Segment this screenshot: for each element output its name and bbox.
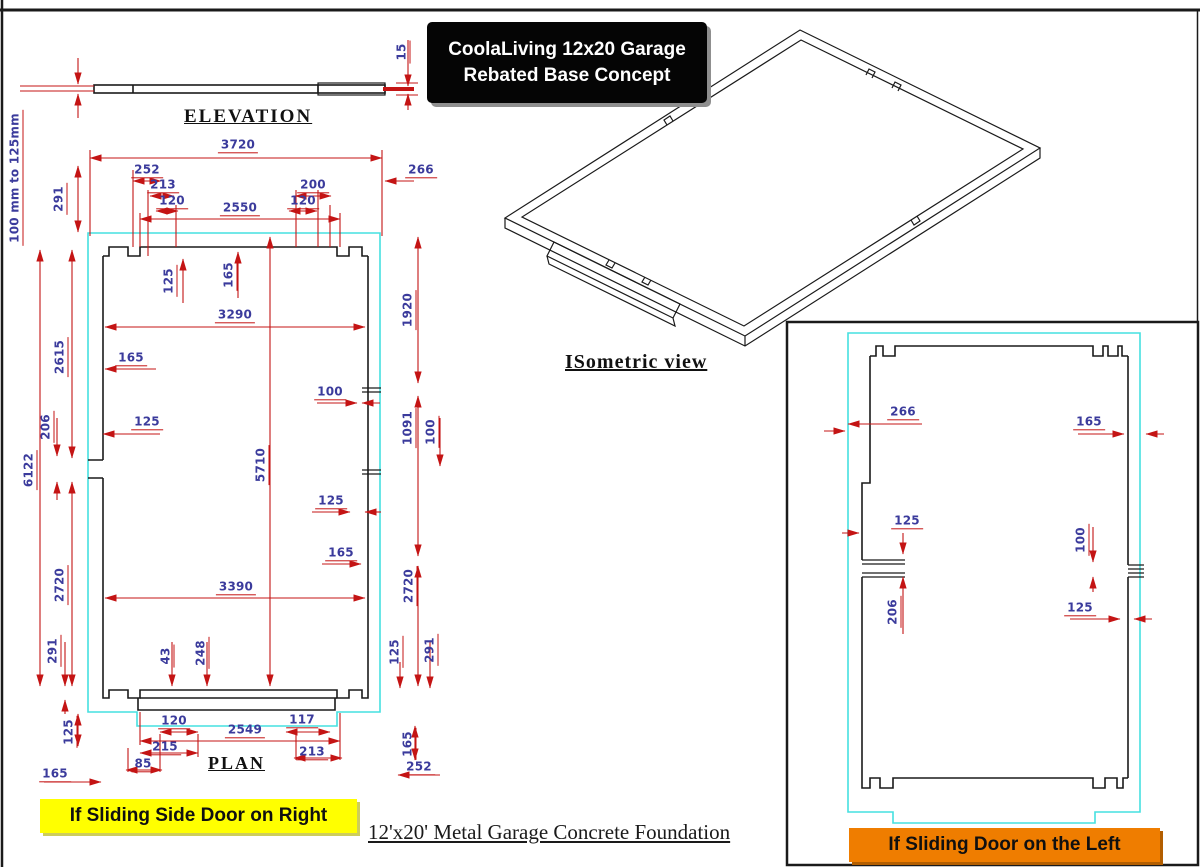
dimension-label: 165: [401, 728, 417, 760]
dimension-label: 213: [296, 745, 328, 761]
panel-border: [785, 320, 1200, 867]
dimension-label: 291: [46, 635, 62, 667]
dimension-label: 248: [194, 637, 210, 669]
dimension-label: 2549: [224, 723, 266, 739]
sliding-door-left-banner: If Sliding Door on the Left: [849, 828, 1160, 862]
dimension-label: 125: [315, 494, 347, 510]
left-door-panel: [785, 320, 1200, 867]
dimension-label: 125: [1064, 601, 1096, 617]
dimension-label: 3720: [217, 138, 259, 154]
dimension-label: 266: [405, 163, 437, 179]
isometric-drawing: [503, 29, 1042, 347]
sheet-title: 12'x20' Metal Garage Concrete Foundation: [368, 820, 731, 844]
sliding-side-door-right-banner: If Sliding Side Door on Right: [40, 799, 357, 833]
dimension-label: 2720: [402, 565, 418, 607]
dimension-label: 165: [115, 351, 147, 367]
dimension-label: 120: [158, 714, 190, 730]
elevation-drawing: [20, 40, 418, 118]
title-line-2: Rebated Base Concept: [463, 64, 671, 86]
dimension-label: 5710: [254, 444, 270, 486]
dimension-label: 100: [1074, 524, 1090, 556]
dimension-label: 85: [131, 757, 155, 773]
dimension-label: 291: [423, 634, 439, 666]
dimension-label: 100 mm to 125mm: [8, 110, 24, 246]
elevation-view-label: ELEVATION: [184, 106, 313, 127]
dimension-label: 117: [286, 713, 318, 729]
dimension-label: 120: [156, 194, 188, 210]
dimension-label: 206: [39, 411, 55, 443]
plan-dimension-lines: [36, 150, 444, 786]
dimension-label: 100: [314, 385, 346, 401]
dimension-label: 252: [131, 163, 163, 179]
plan-slab-rebate-outline: [87, 232, 381, 727]
dimension-label: 1091: [401, 407, 417, 449]
drawing-title-box: CoolaLiving 12x20 Garage Rebated Base Co…: [427, 22, 707, 103]
dimension-label: 6122: [22, 449, 38, 491]
dimension-label: 206: [886, 596, 902, 628]
dimension-label: 200: [297, 178, 329, 194]
dimension-label: 2615: [53, 336, 69, 378]
dimension-label: 215: [149, 740, 181, 756]
dimension-label: 3290: [214, 308, 256, 324]
dimension-label: 125: [388, 636, 404, 668]
dimension-label: 1920: [401, 289, 417, 331]
dimension-label: 125: [131, 415, 163, 431]
dimension-label: 165: [222, 259, 238, 291]
dimension-label: 15: [395, 40, 411, 64]
dimension-label: 125: [62, 716, 78, 748]
dimension-label: 100: [424, 416, 440, 448]
isometric-view-label: ISometric view: [565, 351, 708, 373]
dimension-label: 2550: [219, 201, 261, 217]
dimension-label: 266: [887, 405, 919, 421]
plan-foundation-outline: [88, 246, 381, 711]
plan-view-label: PLAN: [208, 753, 265, 773]
dimension-label: 165: [325, 546, 357, 562]
dimension-label: 213: [147, 178, 179, 194]
dimension-label: 125: [891, 514, 923, 530]
dimension-label: 165: [1073, 415, 1105, 431]
dimension-label: 43: [159, 644, 175, 668]
dimension-label: 3390: [215, 580, 257, 596]
title-line-1: CoolaLiving 12x20 Garage: [448, 38, 686, 60]
dimension-label: 2720: [53, 564, 69, 606]
dimension-label: 252: [403, 760, 435, 776]
dimension-label: 165: [39, 767, 71, 783]
dimension-label: 125: [162, 265, 178, 297]
dimension-label: 120: [287, 194, 319, 210]
dimension-label: 291: [52, 183, 68, 215]
